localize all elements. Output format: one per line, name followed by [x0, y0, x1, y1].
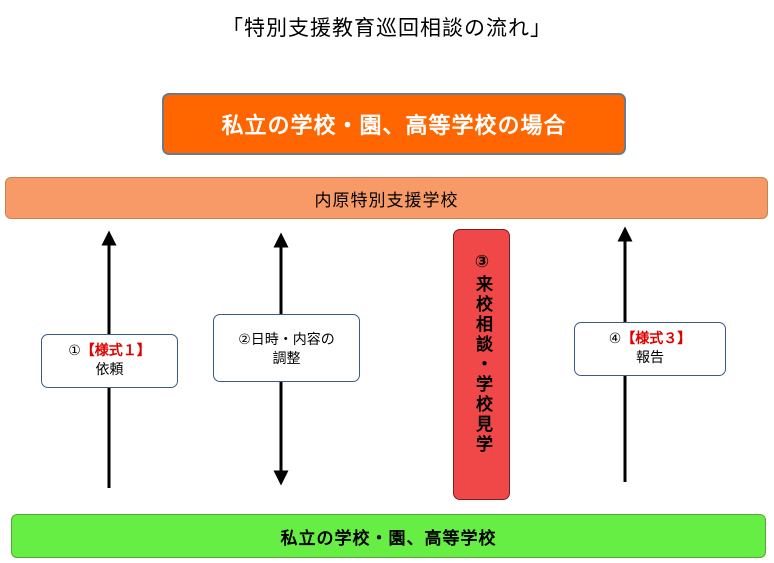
step1-request-box: ①【様式１】 依頼 — [41, 334, 178, 388]
step1-number: ① — [68, 343, 81, 359]
step4-text: 報告 — [636, 350, 664, 366]
step2-line2: 調整 — [272, 351, 301, 367]
private-school-bar: 私立の学校・園、高等学校 — [11, 514, 766, 558]
support-school-bar: 内原特別支援学校 — [5, 177, 768, 219]
step2-adjust-box: ②日時・内容の 調整 — [213, 314, 360, 382]
step3-visit-box: ③来校相談・学校見学 — [453, 229, 510, 500]
step4-number: ④ — [608, 331, 622, 347]
step1-text: 依頼 — [95, 362, 124, 378]
step1-form-label: 【様式１】 — [80, 343, 151, 359]
diagram-title: 「特別支援教育巡回相談の流れ」 — [222, 16, 552, 40]
step2-line1: ②日時・内容の — [238, 332, 335, 348]
step4-form-label: 【様式３】 — [621, 331, 692, 347]
case-heading-box: 私立の学校・園、高等学校の場合 — [162, 93, 626, 155]
step4-report-box: ④【様式３】 報告 — [574, 322, 726, 376]
